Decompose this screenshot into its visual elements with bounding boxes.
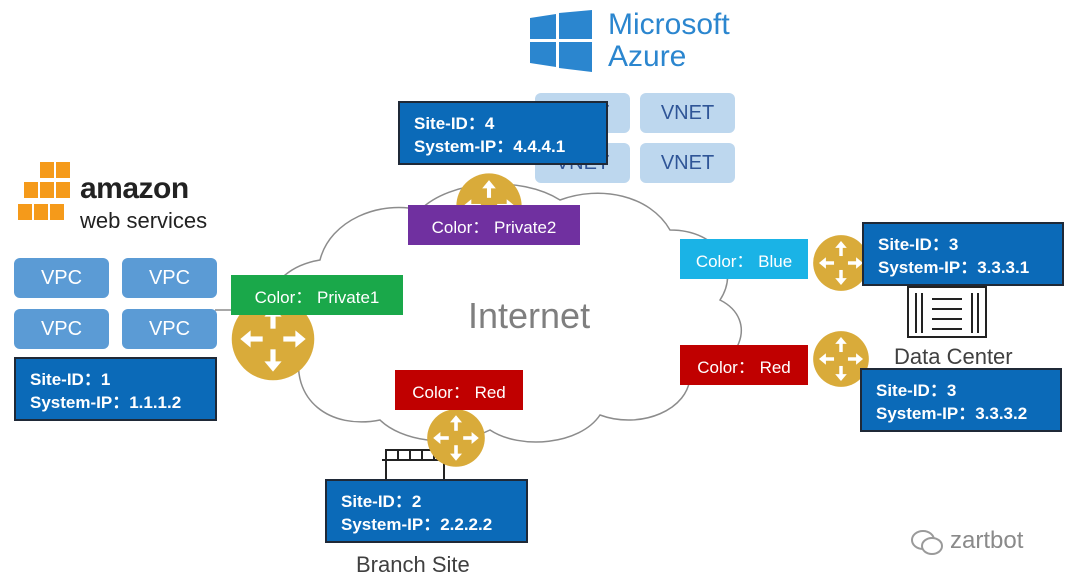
branch-site-caption: Branch Site xyxy=(356,552,470,577)
aws-cubes-icon xyxy=(18,162,70,220)
azure-vnet: VNET xyxy=(640,143,735,183)
site-id: Site-ID：4 xyxy=(414,114,495,133)
azure-logo: Microsoft Azure xyxy=(530,6,730,76)
system-ip: System-IP：2.2.2.2 xyxy=(341,515,493,534)
watermark-text: zartbot xyxy=(950,527,1024,554)
color-label-red-dc: Color： Red xyxy=(680,345,808,385)
aws-vpc: VPC xyxy=(122,309,217,349)
site-box-aws: Site-ID：1 System-IP：1.1.1.2 xyxy=(14,357,217,421)
azure-logo-line1: Microsoft xyxy=(608,8,730,41)
aws-logo-line2: web services xyxy=(80,208,208,233)
aws-vpc: VPC xyxy=(14,309,109,349)
site-box-dc-bottom: Site-ID：3 System-IP：3.3.3.2 xyxy=(860,368,1062,432)
router-icon xyxy=(813,331,869,387)
system-ip: System-IP：3.3.3.2 xyxy=(876,404,1028,423)
router-icon xyxy=(427,409,485,467)
color-label-red-branch: Color： Red xyxy=(395,370,523,410)
site-id: Site-ID：3 xyxy=(876,381,957,400)
system-ip: System-IP：1.1.1.2 xyxy=(30,393,182,412)
site-box-dc-top: Site-ID：3 System-IP：3.3.3.1 xyxy=(862,222,1064,286)
aws-logo-line1: amazon xyxy=(80,172,189,205)
aws-vpc: VPC xyxy=(14,258,109,298)
site-id: Site-ID：3 xyxy=(878,235,959,254)
color-label-blue: Color： Blue xyxy=(680,239,808,279)
router-icon xyxy=(813,235,869,291)
azure-logo-line2: Azure xyxy=(608,40,687,73)
site-box-azure: Site-ID：4 System-IP：4.4.4.1 xyxy=(398,101,608,165)
system-ip: System-IP：3.3.3.1 xyxy=(878,258,1030,277)
watermark: zartbot xyxy=(910,527,1060,559)
color-label-private2: Color： Private2 xyxy=(408,205,580,245)
chat-bubble-icon xyxy=(911,530,943,555)
azure-vnet: VNET xyxy=(640,93,735,133)
aws-logo: amazon web services xyxy=(18,160,218,240)
site-box-branch: Site-ID：2 System-IP：2.2.2.2 xyxy=(325,479,528,543)
data-center-caption: Data Center xyxy=(894,344,1013,369)
color-label-private1: Color： Private1 xyxy=(231,275,403,315)
site-id: Site-ID：2 xyxy=(341,492,422,511)
site-id: Site-ID：1 xyxy=(30,370,111,389)
aws-vpc: VPC xyxy=(122,258,217,298)
data-center-icon xyxy=(907,286,987,338)
windows-icon xyxy=(530,10,592,72)
system-ip: System-IP：4.4.4.1 xyxy=(414,137,566,156)
internet-label: Internet xyxy=(468,295,591,336)
